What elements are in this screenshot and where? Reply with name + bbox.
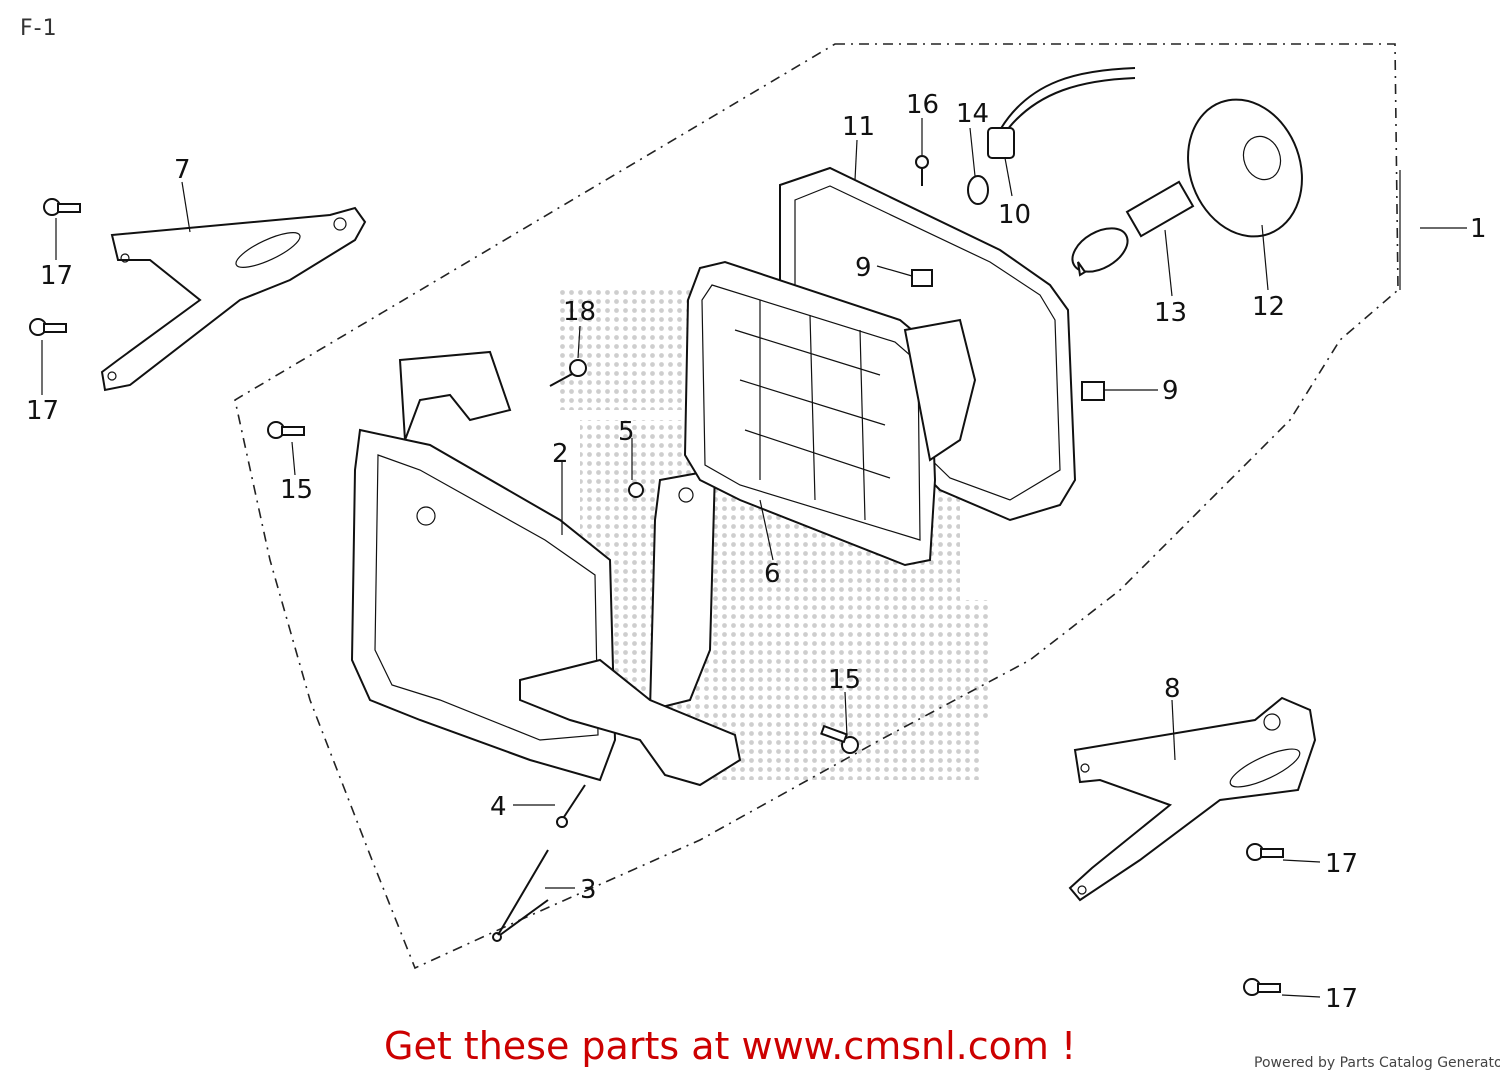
callout-17-right: 17 (1325, 849, 1358, 879)
callout-15-center: 15 (828, 665, 861, 695)
socket-wires (967, 67, 1136, 205)
callout-9-lower: 9 (1162, 376, 1179, 406)
callout-16: 16 (906, 90, 939, 120)
headlight-case (350, 350, 742, 787)
promo-link[interactable]: Get these parts at www.cmsnl.com ! (384, 1024, 1077, 1068)
callout-17-top: 17 (40, 261, 73, 291)
stay-right (1068, 696, 1317, 902)
callout-12: 12 (1252, 292, 1285, 322)
callout-10: 10 (998, 200, 1031, 230)
callout-14: 14 (956, 99, 989, 129)
callout-13: 13 (1154, 298, 1187, 328)
small-hardware (29, 155, 1284, 996)
callout-9-upper: 9 (855, 253, 872, 283)
callout-7: 7 (174, 155, 191, 185)
dust-cover (1187, 98, 1303, 238)
callout-4: 4 (490, 792, 507, 822)
page-label: F-1 (20, 16, 58, 41)
callout-8: 8 (1164, 674, 1181, 704)
callout-11: 11 (842, 112, 875, 142)
callout-5: 5 (618, 417, 635, 447)
callout-labels: 1 2 3 4 5 6 7 8 9 9 10 11 12 13 14 15 15… (26, 90, 1487, 1014)
callout-1: 1 (1470, 214, 1487, 244)
powered-by-text: Powered by Parts Catalog Generator (1254, 1055, 1500, 1071)
callout-15-left: 15 (280, 475, 313, 505)
callout-17-bottom: 17 (1325, 984, 1358, 1014)
callout-17-middle: 17 (26, 396, 59, 426)
stay-left (100, 206, 367, 392)
callout-2: 2 (552, 439, 569, 469)
headlight-bulb (1071, 180, 1195, 277)
callout-3: 3 (580, 875, 597, 905)
headlight-unit (683, 260, 977, 567)
leader-lines (41, 118, 1467, 998)
callout-6: 6 (764, 559, 781, 589)
assembly-boundary (234, 43, 1399, 970)
callout-18: 18 (563, 297, 596, 327)
